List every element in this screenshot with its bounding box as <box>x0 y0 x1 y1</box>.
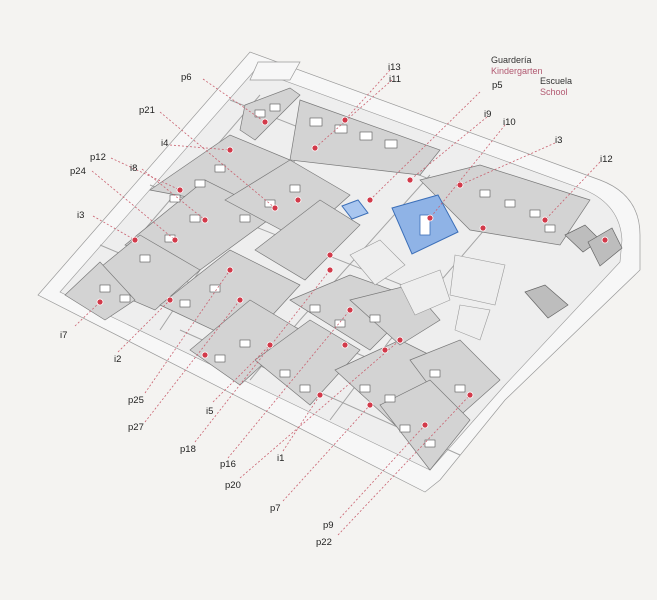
label-i9: i9 <box>484 109 491 120</box>
legend-kindergarten-es: Guardería <box>491 55 532 65</box>
open-spaces <box>349 224 623 341</box>
marker-i10[interactable] <box>426 214 434 222</box>
marker-p9[interactable] <box>421 421 429 429</box>
school-buildings <box>341 194 459 255</box>
label-p22: p22 <box>316 537 332 548</box>
kindergarten-building <box>341 199 369 220</box>
label-p6: p6 <box>181 72 192 83</box>
marker-i12b[interactable] <box>601 236 609 244</box>
legend-school-en: School <box>540 87 568 97</box>
marker-i7[interactable] <box>96 298 104 306</box>
legend-school-es: Escuela <box>540 76 572 86</box>
marker-school[interactable] <box>456 181 464 189</box>
marker-i4b[interactable] <box>294 196 302 204</box>
marker-i3-left[interactable] <box>131 236 139 244</box>
legend-kindergarten-en: Kindergarten <box>491 66 543 76</box>
label-p7: p7 <box>270 503 281 514</box>
marker-extra-1[interactable] <box>201 351 209 359</box>
marker-p18[interactable] <box>326 266 334 274</box>
marker-i9[interactable] <box>406 176 414 184</box>
marker-i3-right[interactable] <box>479 224 487 232</box>
label-i3-left: i3 <box>77 210 84 221</box>
marker-p6[interactable] <box>261 118 269 126</box>
building-texture <box>99 103 556 448</box>
label-i1: i1 <box>277 453 284 464</box>
marker-p5[interactable] <box>366 196 374 204</box>
label-i13: i13 <box>388 62 401 73</box>
label-i11: i11 <box>389 74 401 85</box>
marker-extra-4[interactable] <box>381 346 389 354</box>
point-labels: p6 i13 i11 p5 p21 i9 i10 i3 i4 i12 p12 i… <box>60 62 613 548</box>
label-p12: p12 <box>90 152 106 163</box>
marker-i11[interactable] <box>311 144 319 152</box>
marker-i8[interactable] <box>201 216 209 224</box>
legend: Guardería Kindergarten Escuela School <box>491 55 572 97</box>
marker-p12[interactable] <box>176 186 184 194</box>
label-p20: p20 <box>225 480 241 491</box>
marker-i1[interactable] <box>316 391 324 399</box>
marker-i4[interactable] <box>226 146 234 154</box>
marker-i2[interactable] <box>166 296 174 304</box>
marker-p22[interactable] <box>466 391 474 399</box>
school-courtyard <box>419 214 431 236</box>
label-i5: i5 <box>206 406 213 417</box>
marker-p16[interactable] <box>346 306 354 314</box>
label-i4: i4 <box>161 138 168 149</box>
marker-i13[interactable] <box>341 116 349 124</box>
leader-lines <box>74 69 601 536</box>
label-i10: i10 <box>503 117 516 128</box>
label-i3-right: i3 <box>555 135 562 146</box>
marker-p25[interactable] <box>226 266 234 274</box>
marker-p7[interactable] <box>366 401 374 409</box>
label-p21: p21 <box>139 105 155 116</box>
label-p24: p24 <box>70 166 86 177</box>
marker-i12[interactable] <box>541 216 549 224</box>
label-p18: p18 <box>180 444 196 455</box>
label-p9: p9 <box>323 520 334 531</box>
label-p5: p5 <box>492 80 503 91</box>
label-i8: i8 <box>130 163 137 174</box>
label-p25: p25 <box>128 395 144 406</box>
label-i7: i7 <box>60 330 67 341</box>
label-p16: p16 <box>220 459 236 470</box>
label-i12: i12 <box>600 154 613 165</box>
markers <box>96 116 609 429</box>
marker-p27[interactable] <box>236 296 244 304</box>
marker-p20[interactable] <box>396 336 404 344</box>
marker-i5[interactable] <box>266 341 274 349</box>
label-p27: p27 <box>128 422 144 433</box>
marker-extra-3[interactable] <box>341 341 349 349</box>
marker-extra-2[interactable] <box>326 251 334 259</box>
label-i2: i2 <box>114 354 121 365</box>
marker-p21[interactable] <box>271 204 279 212</box>
marker-p24[interactable] <box>171 236 179 244</box>
